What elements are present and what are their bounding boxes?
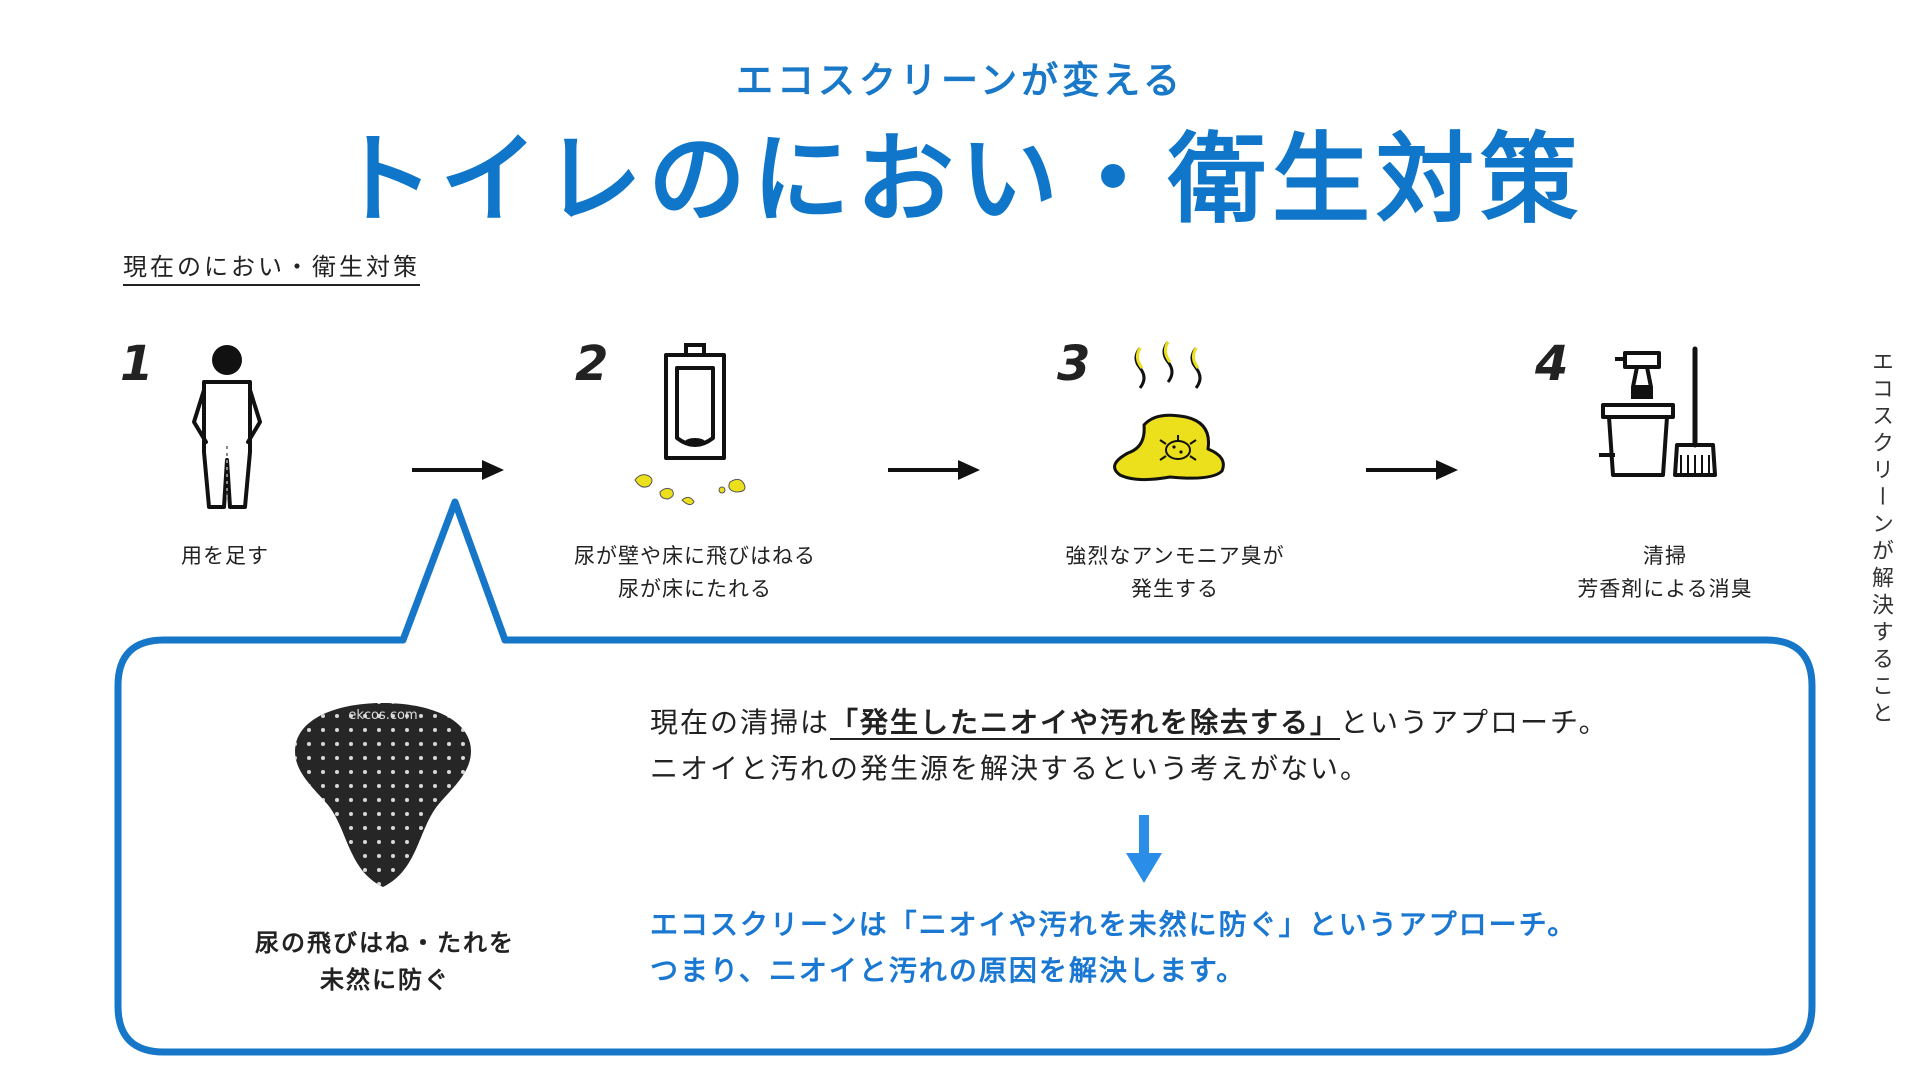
side-note: エコスクリーンが解決すること [1868, 350, 1893, 728]
step-caption-2: 尿が壁や床に飛びはねる 尿が床にたれる [574, 544, 816, 601]
cleaning-supplies-icon [1599, 346, 1717, 477]
ecoscreen-product-image: ekcos.com [295, 703, 471, 887]
urinal-splash-icon [634, 343, 746, 506]
step-caption-4: 清掃 芳香剤による消臭 [1577, 544, 1753, 601]
step-number-3: 3 [1057, 336, 1091, 392]
step-caption-1: 用を足す [181, 544, 269, 568]
arrow-right-icon [1366, 460, 1458, 480]
solution-text: エコスクリーンは「ニオイや汚れを未然に防ぐ」というアプローチ。 つまり、ニオイと… [650, 902, 1780, 994]
solution-line-1: エコスクリーンは「ニオイや汚れを未然に防ぐ」というアプローチ。 [650, 908, 1578, 941]
step-number-4: 4 [1535, 336, 1569, 392]
solution-line-2: つまり、ニオイと汚れの原因を解決します。 [650, 954, 1247, 987]
step-number-2: 2 [575, 336, 609, 392]
page-subtitle: エコスクリーンが変える [735, 59, 1185, 102]
step-number-1: 1 [120, 336, 154, 392]
product-brand-text: ekcos.com [348, 708, 417, 723]
current-approach-text: 現在の清掃は「発生したニオイや汚れを除去する」というアプローチ。 ニオイと汚れの… [650, 700, 1750, 792]
page-title: トイレのにおい・衛生対策 [335, 123, 1584, 237]
current-approach-line-1: 現在の清掃は「発生したニオイや汚れを除去する」というアプローチ。 [650, 706, 1609, 739]
man-urinating-icon [192, 345, 262, 509]
arrow-down-icon [1126, 815, 1162, 883]
step-caption-3: 強烈なアンモニア臭が 発生する [1065, 544, 1285, 601]
arrow-right-icon [888, 460, 980, 480]
current-approach-line-2: ニオイと汚れの発生源を解決するという考えがない。 [650, 752, 1371, 785]
section-label: 現在のにおい・衛生対策 [123, 252, 420, 286]
product-caption: 尿の飛びはね・たれを 未然に防ぐ [255, 929, 515, 994]
odor-puddle-icon [1113, 341, 1225, 482]
arrow-right-icon [412, 460, 504, 480]
